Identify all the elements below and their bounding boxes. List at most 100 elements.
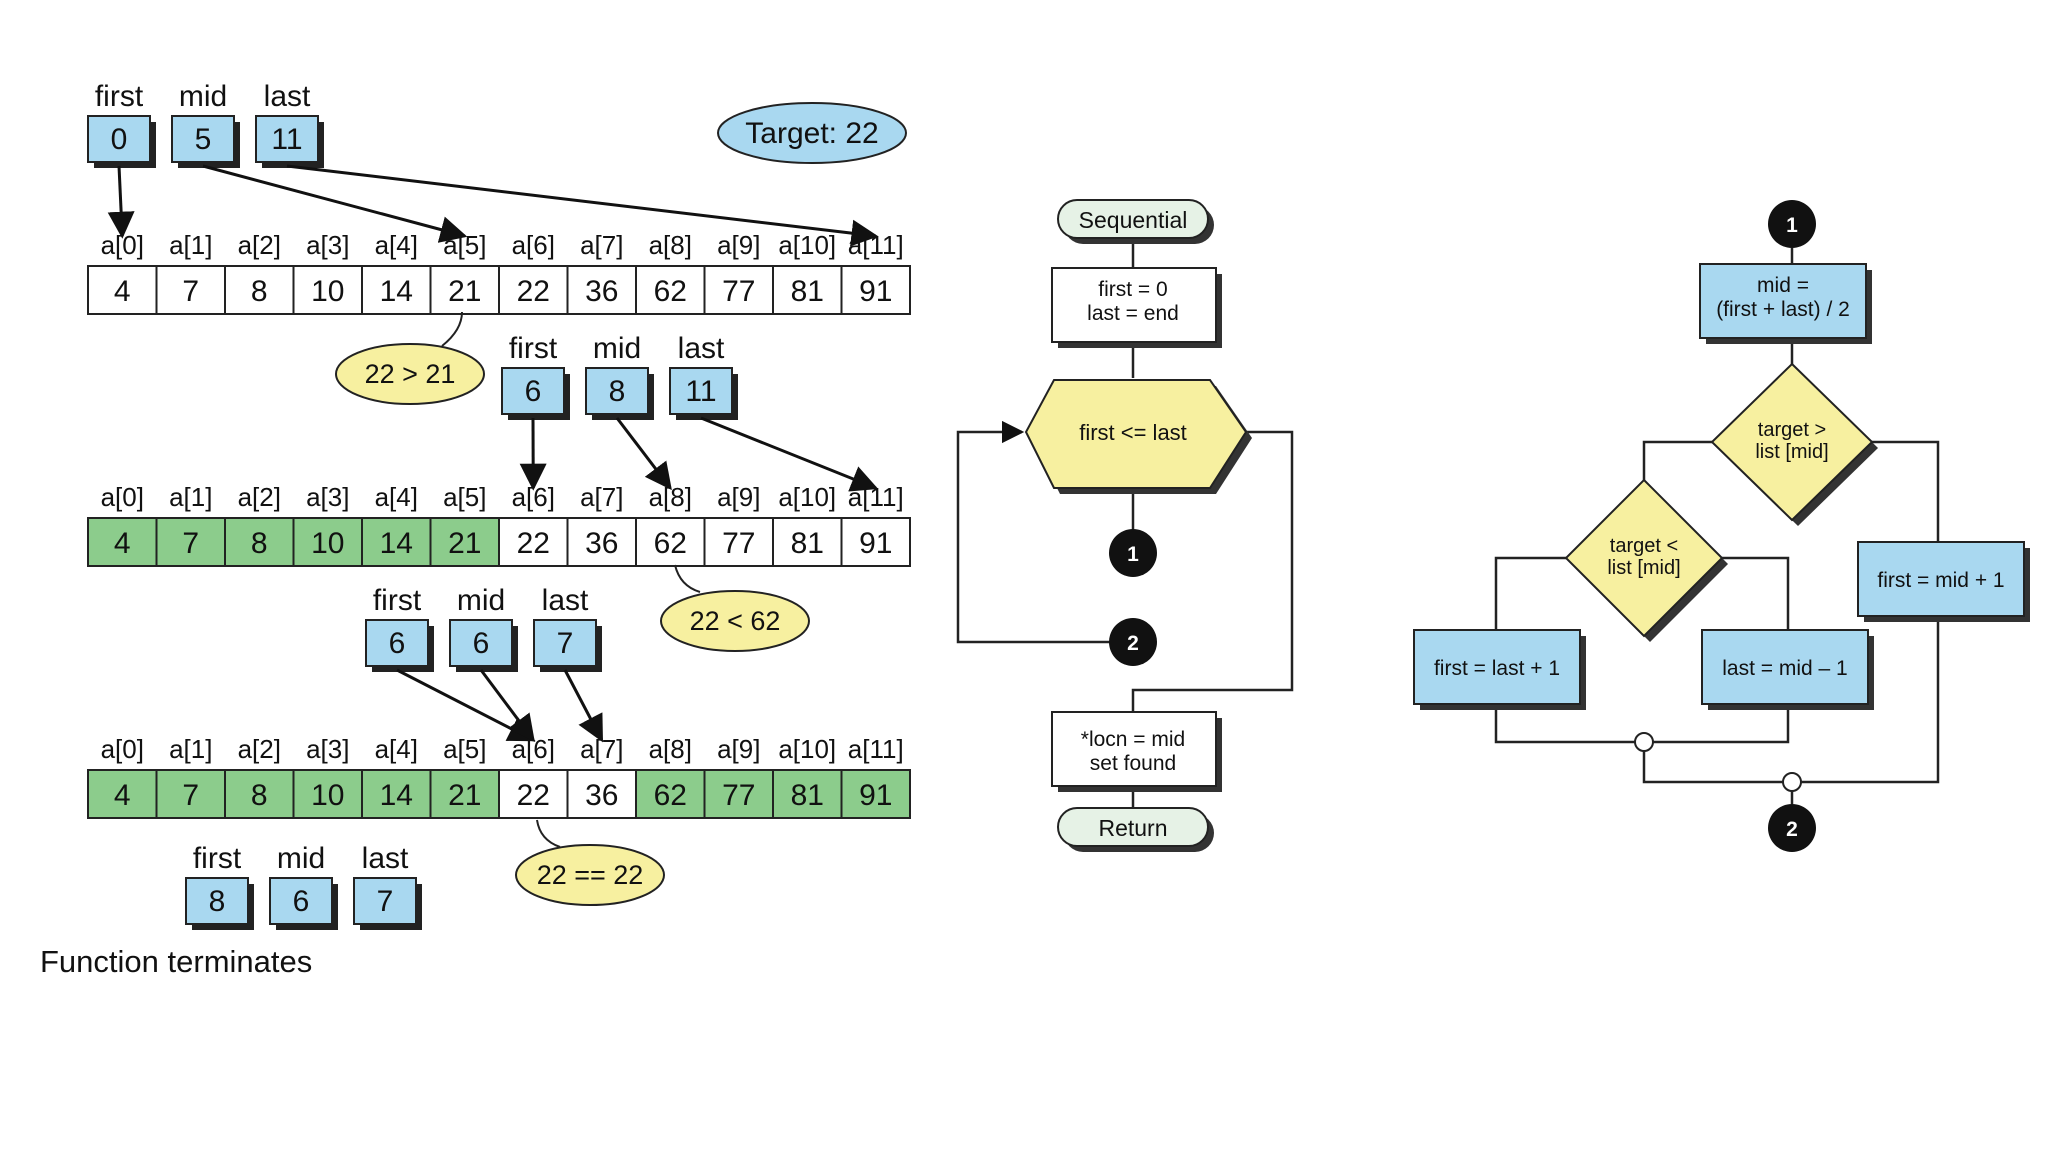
pointer-name-first: first	[509, 332, 558, 365]
index-label: a[0]	[101, 734, 144, 764]
array-cell-value: 10	[311, 275, 344, 308]
pointer-value-last: 7	[377, 885, 394, 918]
array-cell	[87, 265, 158, 315]
array-cell-value: 81	[791, 275, 824, 308]
index-label: a[9]	[717, 482, 760, 512]
connector-1-label: 1	[1127, 543, 1139, 566]
lt-line-2: list [mid]	[1607, 557, 1680, 579]
array-cell	[840, 517, 911, 567]
pointer-box-mid	[171, 115, 235, 163]
pointer-box-first	[87, 115, 151, 163]
pointer-name-mid: mid	[457, 584, 505, 617]
pointer-value-first: 0	[111, 123, 128, 156]
array-cell	[840, 769, 911, 819]
index-label: a[9]	[717, 230, 760, 260]
array-cell-value: 62	[654, 527, 687, 560]
target-less-decision	[1564, 478, 1724, 638]
pointer-value-first: 8	[209, 885, 226, 918]
pointer-arrow-last	[563, 669, 604, 743]
index-label: a[7]	[580, 482, 623, 512]
index-label: a[4]	[375, 734, 418, 764]
array-cell	[429, 517, 500, 567]
array-cell-value: 7	[182, 527, 199, 560]
index-label: a[1]	[169, 734, 212, 764]
connector-2	[1109, 618, 1157, 666]
array-cell-value: 91	[859, 527, 892, 560]
connector-2-label: 2	[1127, 632, 1139, 655]
pointer-value-mid: 6	[293, 885, 310, 918]
last-mid-minus-process	[1701, 629, 1869, 705]
pointer-box-mid	[449, 619, 513, 667]
array-cell-value: 21	[448, 779, 481, 812]
array-row-1: a[0]4a[1]7a[2]8a[3]10a[4]14a[5]21a[6]22a…	[87, 230, 911, 315]
array-cell	[566, 517, 637, 567]
index-label: a[3]	[306, 734, 349, 764]
pointer-box-last	[353, 877, 417, 925]
target-greater-decision	[1710, 362, 1874, 522]
first-last-plus-process	[1413, 629, 1581, 705]
index-label: a[10]	[778, 734, 836, 764]
index-label: a[1]	[169, 482, 212, 512]
array-cell-value: 22	[517, 527, 550, 560]
array-cell-value: 10	[311, 779, 344, 812]
detail-connector-in-label: 1	[1786, 214, 1798, 237]
callout-1: 22 > 21	[335, 311, 485, 405]
first-mid-plus-process	[1857, 541, 2025, 617]
lt-line-1: target <	[1610, 535, 1678, 557]
found-line-2: set found	[1090, 752, 1176, 775]
array-cell	[703, 265, 774, 315]
array-cell	[840, 265, 911, 315]
pointer-name-mid: mid	[593, 332, 641, 365]
array-cell-value: 21	[448, 275, 481, 308]
detail-connector-out	[1768, 804, 1816, 852]
array-cell-value: 4	[114, 779, 131, 812]
index-label: a[11]	[848, 734, 904, 764]
array-cell-value: 4	[114, 275, 131, 308]
array-cell	[635, 769, 706, 819]
pointer-arrow-first	[107, 165, 135, 239]
array-cell-value: 77	[722, 779, 755, 812]
pointer-value-first: 6	[389, 627, 406, 660]
init-process	[1051, 267, 1217, 343]
array-row-2: a[0]4a[1]7a[2]8a[3]10a[4]14a[5]21a[6]22a…	[87, 482, 911, 567]
init-line-2: last = end	[1087, 302, 1179, 325]
array-cell	[772, 265, 843, 315]
array-cell-value: 8	[251, 779, 268, 812]
pointer-name-last: last	[678, 332, 725, 365]
pointer-arrow-last	[286, 164, 879, 247]
array-cell	[429, 265, 500, 315]
array-cell	[635, 517, 706, 567]
array-cell	[87, 769, 158, 819]
array-cell	[292, 265, 363, 315]
array-cell-value: 14	[380, 275, 413, 308]
pointer-name-first: first	[95, 80, 144, 113]
pointer-box-first	[501, 367, 565, 415]
pointer-name-mid: mid	[179, 80, 227, 113]
array-cell	[224, 265, 295, 315]
pointer-box-last	[669, 367, 733, 415]
array-cell-value: 8	[251, 527, 268, 560]
loop-condition-label: first <= last	[1079, 420, 1187, 445]
array-cell-value: 81	[791, 527, 824, 560]
binary-search-trace: Target: 22 first0mid5last11first6mid8las…	[40, 80, 911, 979]
array-cell	[155, 265, 226, 315]
gt-line-2: list [mid]	[1755, 441, 1828, 463]
end-terminal	[1057, 807, 1209, 847]
connector-1	[1109, 529, 1157, 577]
pointer-box-first	[365, 619, 429, 667]
callout-2: 22 < 62	[660, 564, 810, 652]
array-cell-value: 36	[585, 779, 618, 812]
array-cell-value: 8	[251, 275, 268, 308]
index-label: a[0]	[101, 482, 144, 512]
array-cell	[635, 265, 706, 315]
start-terminal	[1057, 199, 1209, 239]
array-cell-value: 36	[585, 527, 618, 560]
array-cell	[703, 517, 774, 567]
index-label: a[4]	[375, 230, 418, 260]
index-label: a[5]	[443, 482, 486, 512]
